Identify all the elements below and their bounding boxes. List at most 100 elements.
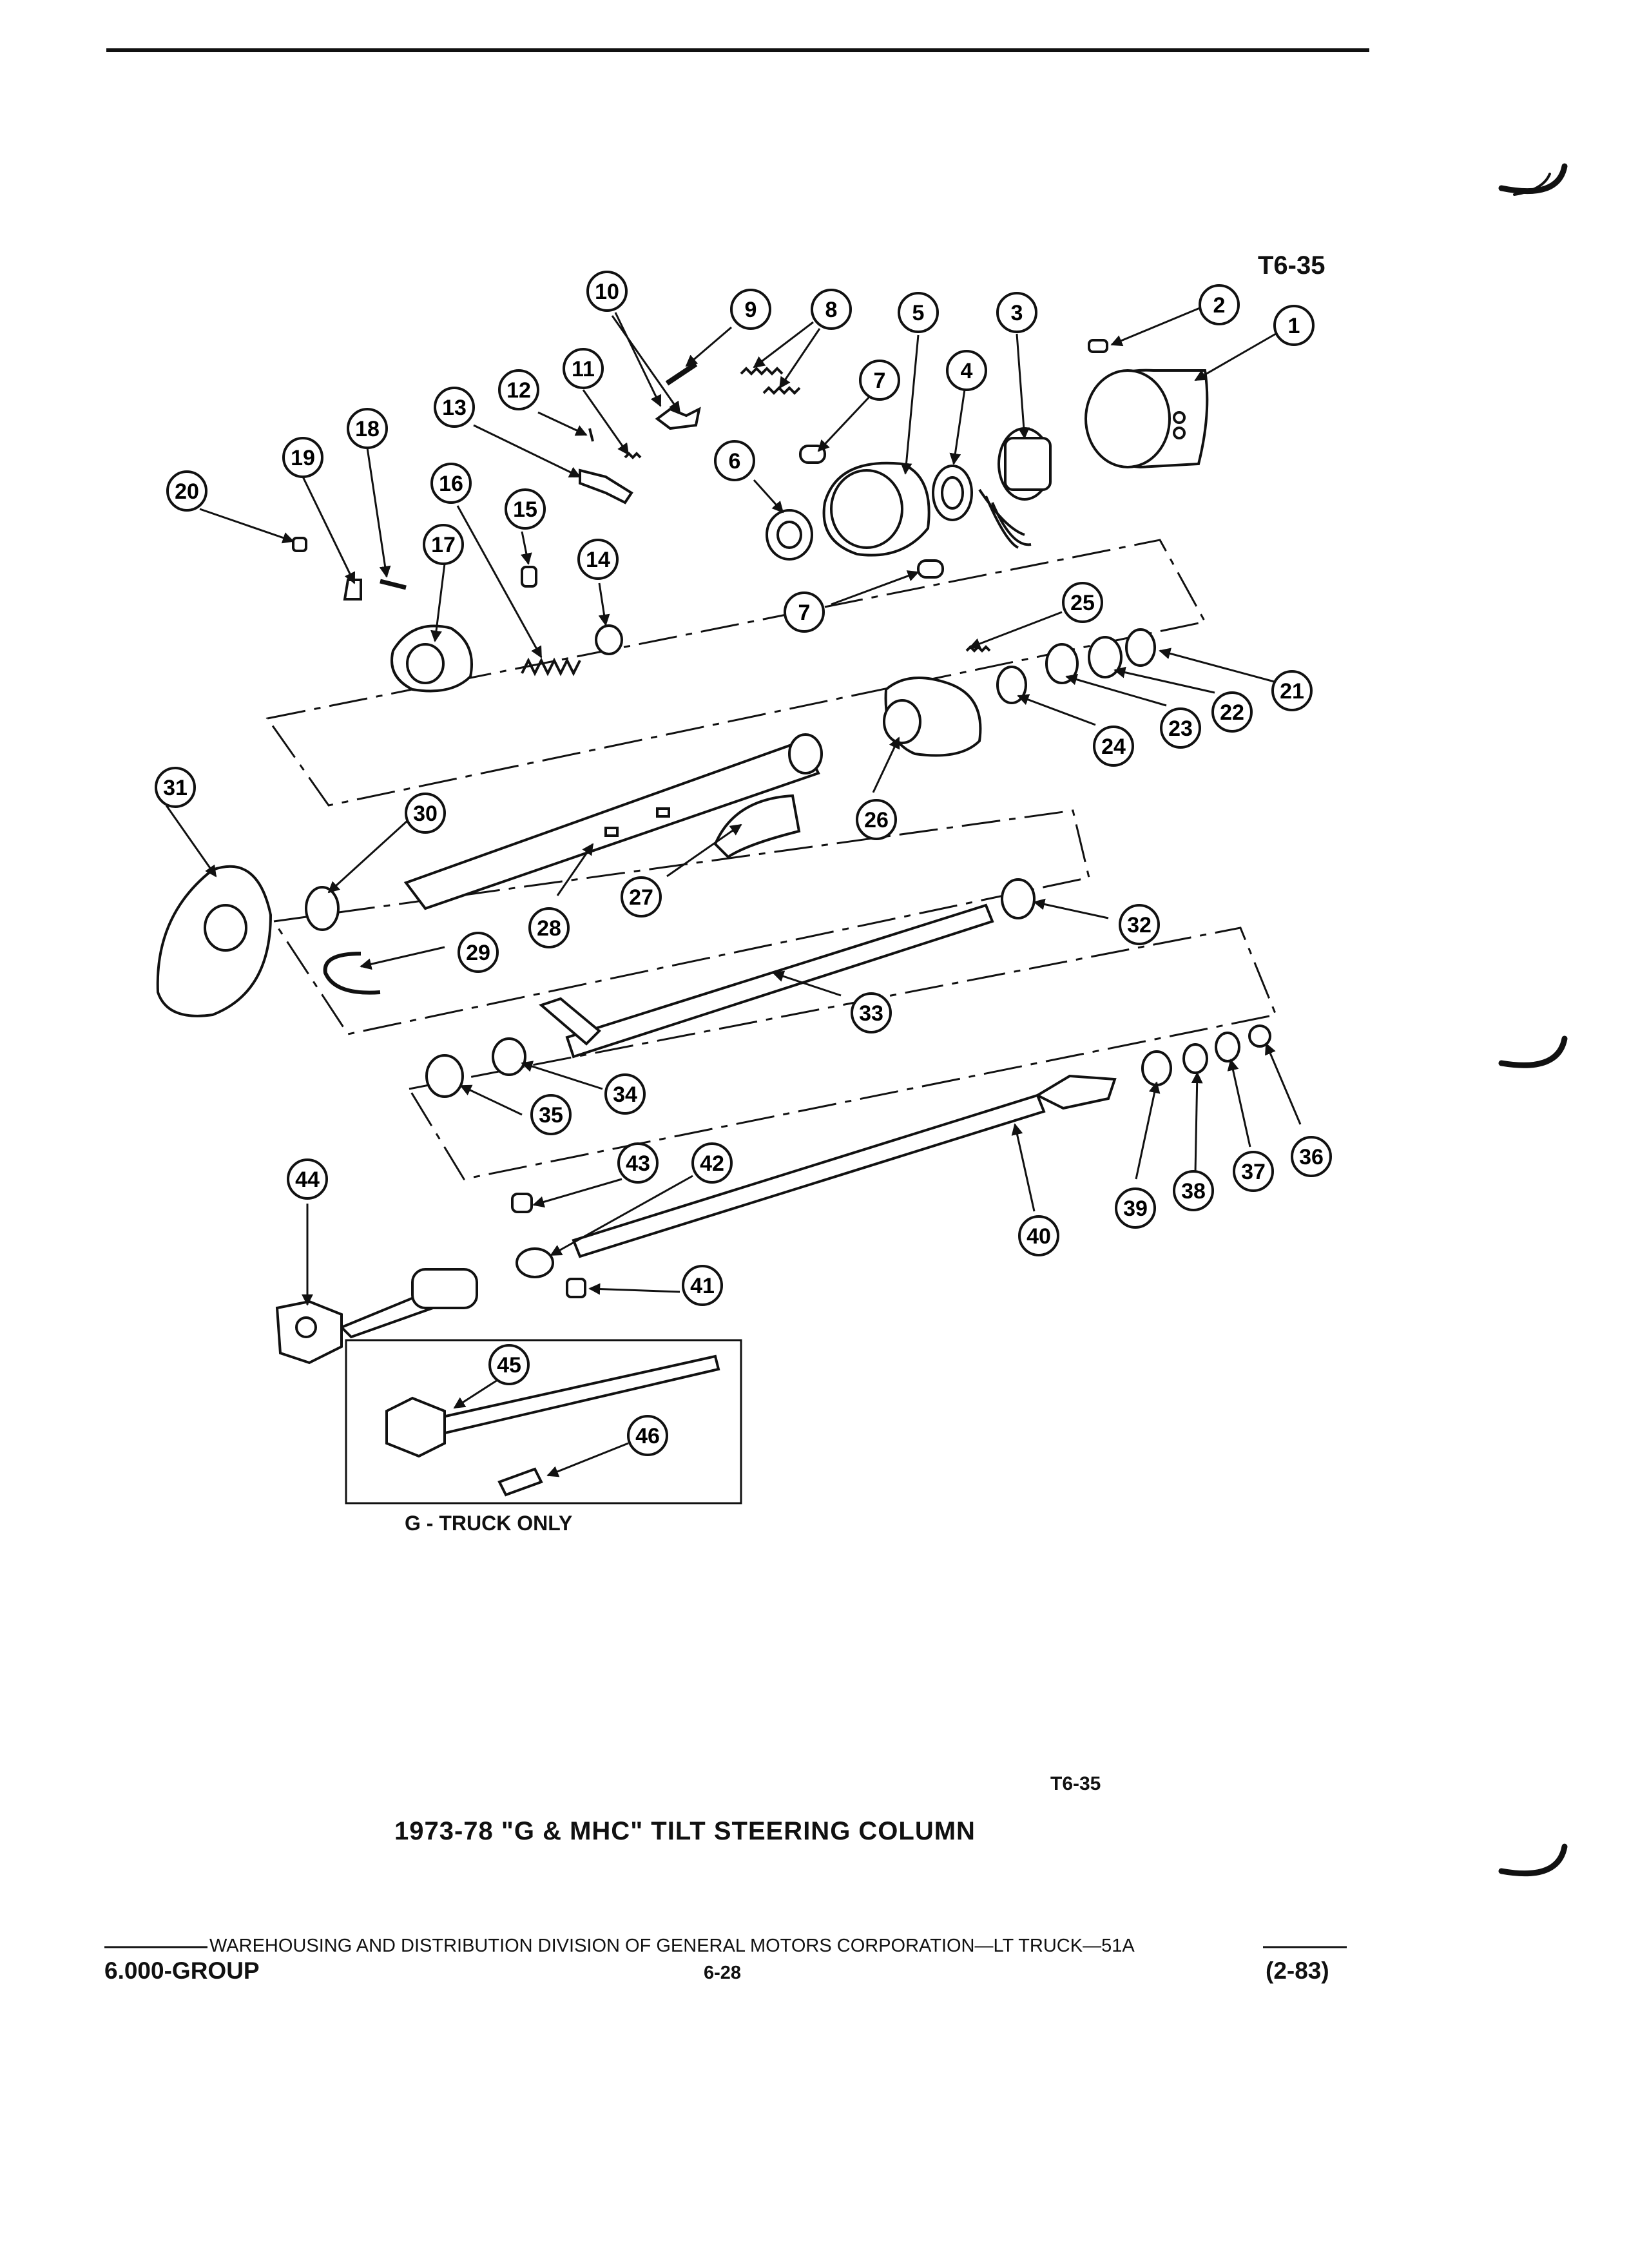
screw-part	[1088, 339, 1108, 353]
bushing-part	[595, 624, 623, 655]
svg-text:8: 8	[825, 298, 838, 322]
callout-43: 43	[617, 1142, 659, 1184]
svg-text:30: 30	[413, 802, 438, 826]
rod-pin-part	[665, 361, 698, 386]
svg-text:3: 3	[1011, 301, 1023, 325]
shield-part	[713, 794, 801, 859]
callout-38: 38	[1173, 1170, 1214, 1211]
svg-text:31: 31	[163, 776, 188, 800]
svg-text:25: 25	[1070, 591, 1095, 615]
callout-9: 9	[730, 289, 771, 330]
svg-text:13: 13	[442, 396, 467, 420]
spring-part-b	[762, 386, 801, 395]
svg-text:12: 12	[506, 378, 531, 403]
svg-text:33: 33	[859, 1001, 883, 1026]
svg-text:42: 42	[700, 1151, 724, 1176]
callout-24: 24	[1093, 726, 1134, 767]
footer-revision-date: (2-83)	[1266, 1957, 1329, 1984]
leader-lines	[165, 307, 1302, 1477]
figure-title: 1973-78 "G & MHC" TILT STEERING COLUMN	[394, 1817, 976, 1845]
steering-shaft-flange-part	[275, 1268, 478, 1365]
footer-page-number: 6-28	[704, 1963, 742, 1983]
bearing-part-35	[425, 1054, 464, 1098]
svg-text:37: 37	[1241, 1160, 1266, 1184]
sector-part	[655, 407, 701, 430]
callout-5: 5	[898, 292, 939, 333]
svg-text:29: 29	[466, 941, 490, 965]
shaft-group-box	[407, 927, 1278, 1180]
jacket-group-box	[272, 809, 1090, 1035]
ring-part-24	[996, 666, 1027, 704]
pivot-pin-part	[380, 579, 407, 590]
callout-32: 32	[1119, 904, 1160, 945]
housing-cover-part	[1084, 369, 1209, 469]
figure-id-top: T6-35	[1258, 251, 1325, 280]
callout-1: 1	[1273, 305, 1315, 346]
screw-part-15	[521, 566, 537, 588]
callout-33: 33	[851, 992, 892, 1033]
spring-part-a	[740, 367, 784, 376]
callout-22: 22	[1211, 691, 1253, 733]
support-part	[883, 677, 982, 757]
clamp-part	[516, 1247, 554, 1278]
callout-16: 16	[430, 463, 472, 504]
callout-35: 35	[530, 1094, 572, 1135]
svg-text:6: 6	[729, 449, 741, 474]
svg-text:41: 41	[690, 1274, 715, 1298]
callout-3: 3	[996, 292, 1037, 333]
svg-text:44: 44	[295, 1168, 320, 1192]
svg-text:7: 7	[874, 369, 886, 393]
callout-21: 21	[1271, 670, 1313, 711]
callout-13: 13	[434, 387, 475, 428]
adapter-bearing-part	[305, 886, 340, 931]
lower-shaft-part	[572, 1093, 1046, 1258]
g-truck-inset-box	[345, 1339, 742, 1504]
svg-text:43: 43	[626, 1151, 650, 1176]
svg-text:28: 28	[537, 916, 561, 941]
callout-34: 34	[604, 1073, 646, 1115]
callout-30: 30	[405, 793, 446, 834]
parts	[156, 339, 1271, 1497]
callout-37: 37	[1233, 1151, 1274, 1192]
housing-part	[822, 461, 930, 557]
callout-23: 23	[1160, 707, 1201, 749]
svg-text:4: 4	[961, 359, 973, 383]
callout-31: 31	[155, 767, 196, 808]
ring-part-22	[1088, 636, 1123, 678]
svg-text:27: 27	[629, 885, 653, 910]
switch-part	[978, 427, 1052, 549]
scan-marks	[1498, 163, 1568, 1877]
svg-text:22: 22	[1220, 700, 1244, 725]
callout-36: 36	[1291, 1136, 1332, 1177]
lock-group-box	[265, 539, 1207, 807]
inset-shaft-part	[423, 1354, 720, 1439]
svg-text:1: 1	[1288, 314, 1300, 338]
lock-shoe-part	[579, 468, 633, 505]
svg-text:34: 34	[613, 1082, 637, 1107]
svg-text:11: 11	[572, 357, 595, 381]
bushing-part-34	[492, 1037, 526, 1076]
svg-text:46: 46	[635, 1424, 660, 1448]
washer-part-37	[1215, 1032, 1240, 1062]
callout-2: 2	[1199, 284, 1240, 325]
release-lever-part	[343, 579, 362, 601]
nut-part-41	[566, 1278, 586, 1298]
return-spring-part	[521, 657, 581, 677]
bolt-part-43	[511, 1193, 533, 1213]
callout-17: 17	[423, 524, 464, 565]
shaft-bushing-part	[1001, 878, 1036, 919]
footer-division-line: WAREHOUSING AND DISTRIBUTION DIVISION OF…	[209, 1936, 1135, 1956]
callout-7a: 7	[859, 360, 900, 401]
callout-25: 25	[1062, 582, 1103, 623]
callout-44: 44	[287, 1158, 328, 1200]
jacket-tube-part	[403, 733, 823, 910]
callout-27: 27	[621, 876, 662, 918]
retaining-ring-part	[323, 952, 381, 995]
bushing-part-38	[1182, 1043, 1208, 1074]
svg-text:24: 24	[1101, 735, 1126, 759]
svg-text:17: 17	[431, 533, 456, 557]
svg-text:39: 39	[1123, 1196, 1148, 1221]
callout-19: 19	[282, 437, 323, 478]
